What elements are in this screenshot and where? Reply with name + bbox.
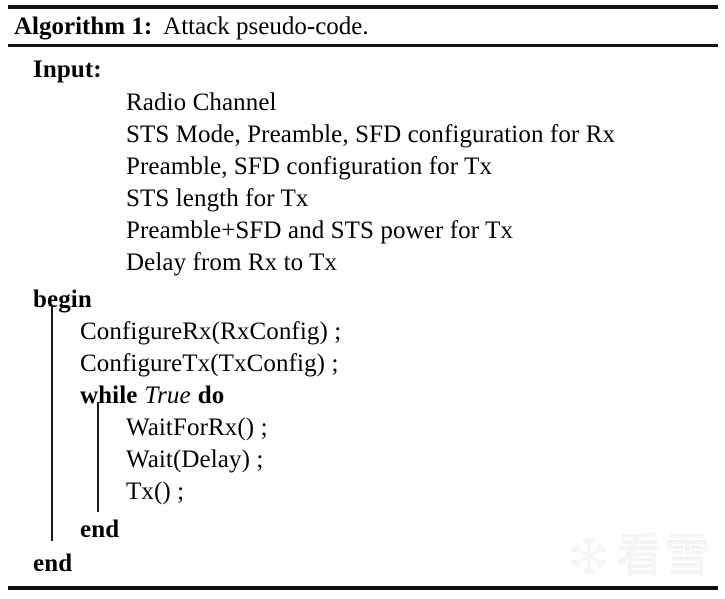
statement-configure-tx: ConfigureTx(TxConfig) ;	[80, 350, 339, 377]
input-item: Preamble, SFD configuration for Tx	[126, 153, 493, 180]
input-item: STS Mode, Preamble, SFD configuration fo…	[126, 121, 616, 148]
indent-guide-inner	[97, 402, 99, 512]
begin-keyword: begin	[33, 286, 92, 313]
statement-tx: Tx() ;	[126, 478, 185, 505]
input-item: Radio Channel	[126, 89, 277, 116]
while-keyword: while	[80, 382, 138, 409]
statement-wait-for-rx: WaitForRx() ;	[126, 414, 268, 441]
algorithm-caption-text: Attack pseudo-code.	[163, 13, 369, 40]
statement-configure-rx: ConfigureRx(RxConfig) ;	[80, 318, 342, 345]
bottom-rule	[8, 586, 718, 590]
input-heading: Input:	[33, 56, 102, 83]
input-item: Preamble+SFD and STS power for Tx	[126, 217, 514, 244]
input-item: Delay from Rx to Tx	[126, 249, 338, 276]
while-condition: True	[144, 382, 191, 409]
block-end-keyword: end	[33, 550, 73, 577]
algorithm-caption: Algorithm 1: Attack pseudo-code.	[14, 11, 369, 43]
algorithm-caption-label: Algorithm 1:	[14, 13, 153, 40]
statement-wait-delay: Wait(Delay) ;	[126, 446, 264, 473]
input-item: STS length for Tx	[126, 185, 309, 212]
top-rule	[8, 5, 718, 9]
do-keyword: do	[197, 382, 225, 409]
indent-guide-outer	[51, 307, 53, 541]
loop-end-keyword: end	[80, 516, 120, 543]
caption-separator-rule	[8, 44, 718, 47]
snowflake-icon	[572, 537, 606, 575]
watermark-text: 看雪	[617, 529, 713, 583]
watermark: 看雪	[569, 533, 713, 579]
